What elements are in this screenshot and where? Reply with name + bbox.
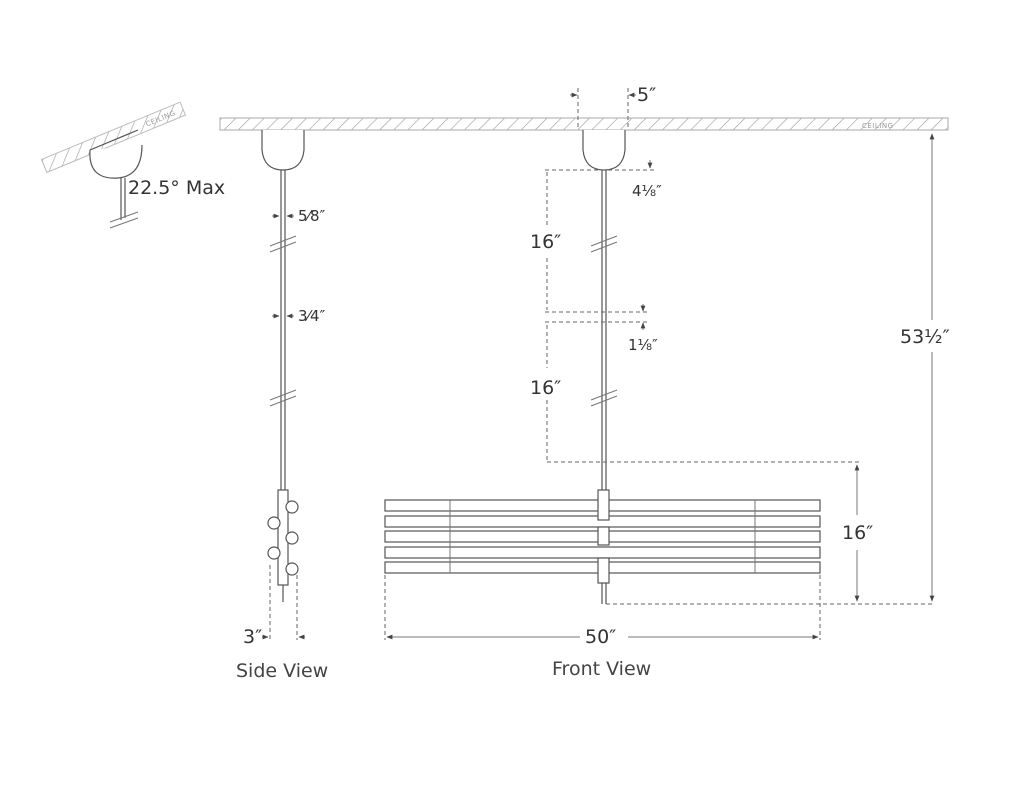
- width-label: 50″: [585, 626, 616, 648]
- rod-segment-2-label: 16″: [530, 377, 561, 399]
- globe: [285, 500, 299, 514]
- front-view-title: Front View: [552, 658, 651, 680]
- fixture-height-label: 16″: [842, 522, 873, 544]
- front-view: 5″ 4⅛″ 16″ 1⅛″ 16″: [384, 84, 950, 680]
- canopy-height-label: 4⅛″: [632, 182, 662, 200]
- canopy-width-label: 5″: [637, 84, 656, 106]
- globe: [285, 562, 299, 576]
- coupler-label: 1⅛″: [628, 336, 658, 354]
- rod-segment-1-label: 16″: [530, 231, 561, 253]
- tilt-angle-label: 22.5° Max: [128, 177, 225, 199]
- side-depth-label: 3″: [243, 626, 262, 648]
- tilted-canopy: [89, 144, 143, 179]
- rod-diameter-top: 5⁄8″: [298, 207, 326, 225]
- ceiling: [219, 117, 949, 131]
- rod-diameter-lower: 3⁄4″: [298, 307, 326, 325]
- front-canopy: [582, 130, 626, 171]
- globe: [267, 516, 281, 530]
- overall-height-label: 53½″: [900, 326, 950, 348]
- globe: [267, 546, 281, 560]
- side-view-title: Side View: [236, 660, 328, 682]
- ceiling-label: CEILING: [862, 122, 894, 130]
- side-view: 5⁄8″ 3⁄4″ 3″ Side View: [236, 130, 328, 682]
- sloped-ceiling-detail: CEILING 22.5° Max: [40, 101, 225, 229]
- sloped-ceiling: [40, 101, 187, 174]
- globe: [285, 531, 299, 545]
- side-canopy: [261, 130, 305, 171]
- light-bars: [384, 489, 821, 604]
